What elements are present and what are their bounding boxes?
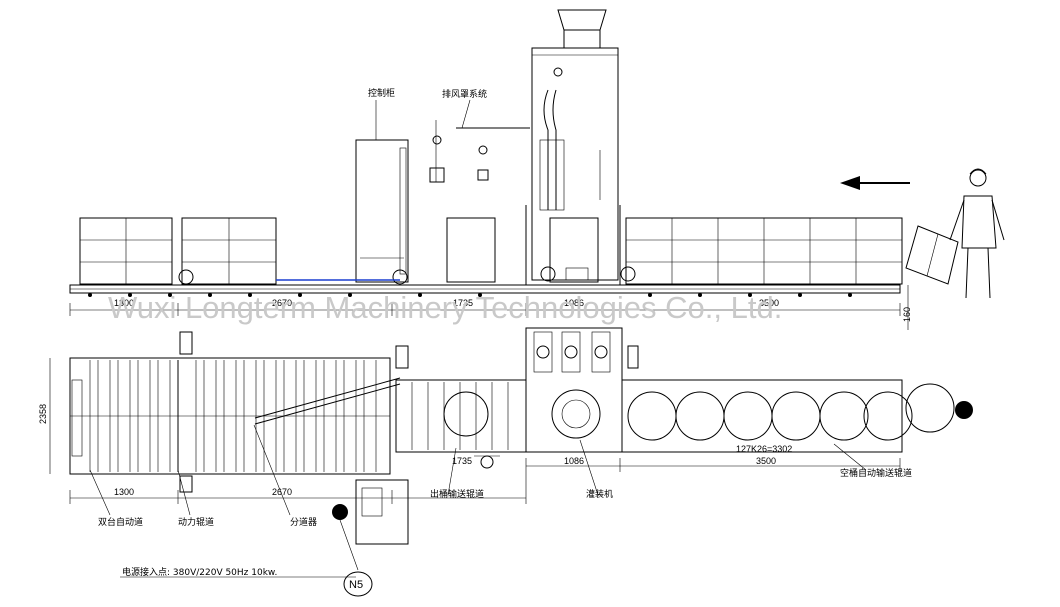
- top-dim-1086: 1086: [564, 456, 584, 466]
- top-dim-2358: 2358: [38, 404, 48, 424]
- top-dim-3500: 3500: [756, 456, 776, 466]
- side-view: 控制柜 排风罩系统: [69, 9, 1005, 330]
- label-control-cabinet: 控制柜: [368, 87, 395, 99]
- label-leaders: [89, 424, 867, 571]
- suction-system: 排风罩系统: [429, 88, 530, 183]
- side-dimension-line: [69, 285, 909, 330]
- label-free-roller: 双台自动道: [98, 516, 143, 528]
- label-empty-conveyor: 空桶自动输送辊道: [840, 467, 912, 479]
- side-dim-2670: 2670: [272, 298, 292, 308]
- tag-n5: N5: [343, 571, 373, 597]
- filling-machine-top: [525, 327, 639, 453]
- control-cabinet: 控制柜: [355, 87, 409, 283]
- label-filling-machine: 灌装机: [586, 488, 613, 500]
- bucket-middle: [446, 217, 496, 283]
- label-gate-roller: 分道器: [290, 516, 317, 528]
- power-spec: 电源接入点: 380V/220V 50Hz 10kw.: [122, 566, 277, 578]
- tag-n5-text: N5: [349, 579, 363, 591]
- label-power-roller: 动力辊道: [178, 516, 214, 528]
- pallet-grid-left-1: [79, 217, 173, 285]
- middle-roller-lines: [411, 382, 509, 450]
- roller-dots: [88, 293, 852, 297]
- label-suction-system: 排风罩系统: [442, 88, 487, 100]
- side-dim-3500: 3500: [759, 298, 779, 308]
- watermark: Wuxi Longterm Machinery Technologies Co.…: [108, 290, 782, 325]
- motors: [179, 331, 409, 493]
- side-dim-1300: 1300: [114, 298, 134, 308]
- top-dim-2670: 2670: [272, 487, 292, 497]
- direction-arrow-icon: [840, 176, 910, 190]
- filling-machine-frame: [525, 9, 636, 285]
- roller-spec: 127K26=3302: [736, 444, 792, 454]
- top-view: 2358 1300 2670 1735 1086 3500 127K26=330…: [38, 327, 973, 597]
- side-dim-160: 160: [902, 307, 912, 322]
- top-dim-1300: 1300: [114, 487, 134, 497]
- side-dim-1735: 1735: [453, 298, 473, 308]
- electrical-box: [332, 479, 409, 545]
- side-dim-1086: 1086: [564, 298, 584, 308]
- bucket-circle: [443, 391, 489, 437]
- worker-figure: [905, 168, 1005, 299]
- pallet-grid-right: [625, 217, 903, 285]
- top-dim-1735: 1735: [452, 456, 472, 466]
- pallet-grid-left-2: [181, 217, 277, 285]
- operator-head-top: [955, 401, 973, 419]
- left-roller-lines: [89, 360, 377, 472]
- gate-divider: [254, 377, 401, 425]
- operator-middle: [474, 455, 500, 469]
- right-bucket-circles: [627, 383, 955, 441]
- label-bucket-conveyor: 出桶输送辊道: [430, 488, 484, 500]
